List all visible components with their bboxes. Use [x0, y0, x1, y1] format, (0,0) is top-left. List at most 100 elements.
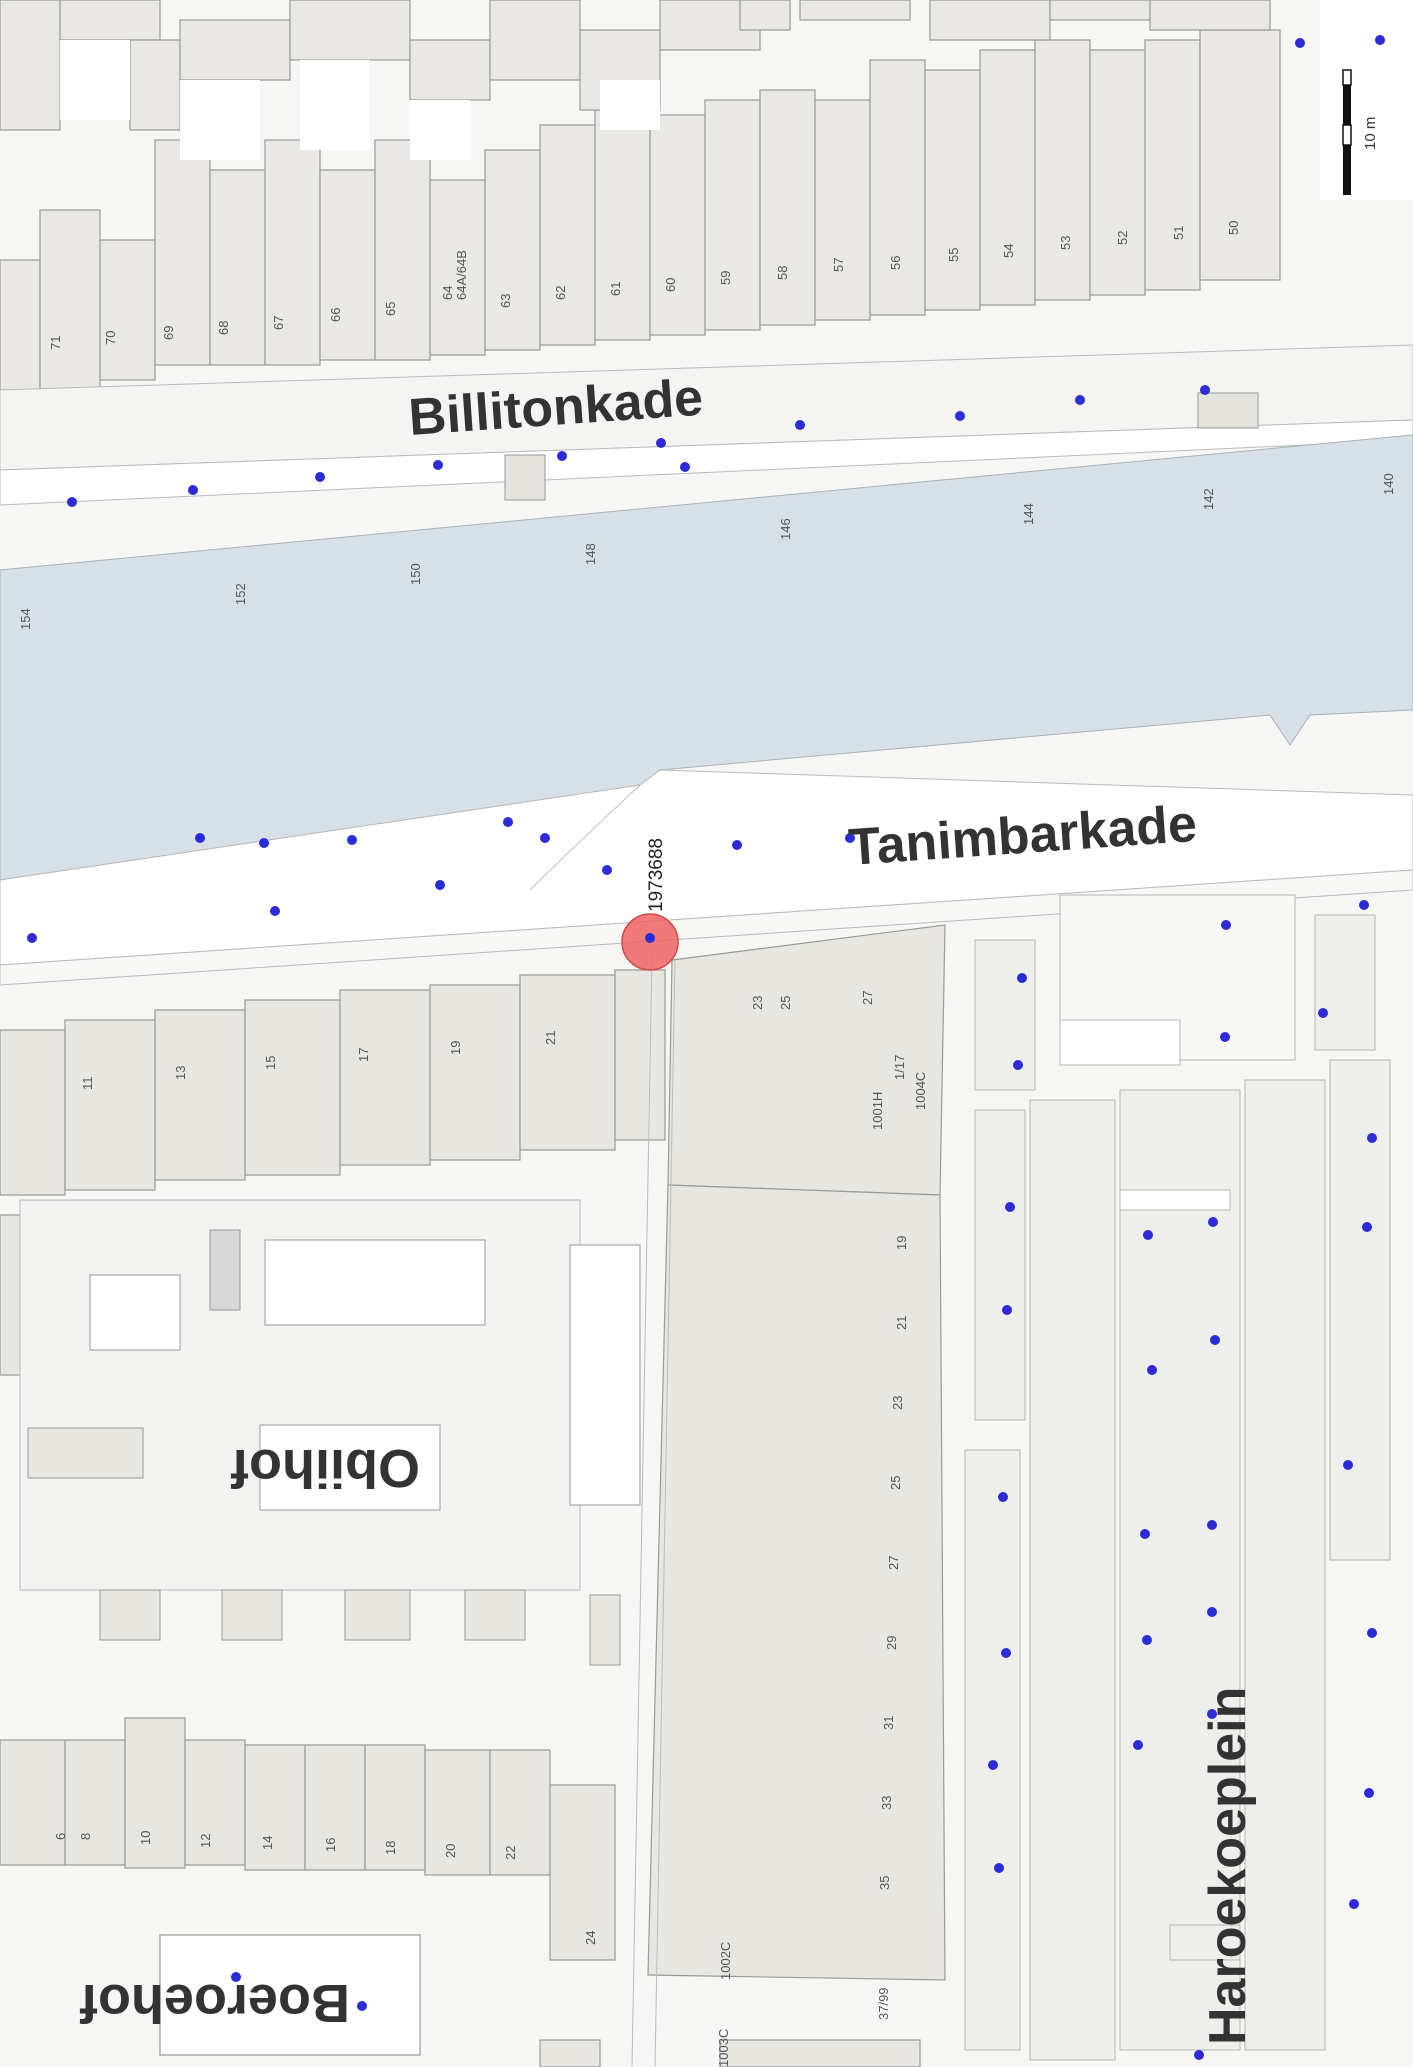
address-point[interactable] [1002, 1305, 1012, 1315]
street-label-obiihof: Obiihof [230, 1438, 420, 1498]
address-point[interactable] [988, 1760, 998, 1770]
house-number: 1003C [716, 2029, 731, 2067]
address-point[interactable] [1142, 1635, 1152, 1645]
address-point[interactable] [845, 833, 855, 843]
address-point[interactable] [1005, 1202, 1015, 1212]
address-point[interactable] [540, 833, 550, 843]
house-number: 22 [503, 1846, 518, 1860]
house-number: 27 [886, 1556, 901, 1570]
house-number: 58 [775, 266, 790, 280]
address-point[interactable] [602, 865, 612, 875]
address-point[interactable] [1375, 35, 1385, 45]
house-number: 25 [888, 1476, 903, 1490]
address-point[interactable] [1208, 1217, 1218, 1227]
address-point[interactable] [557, 451, 567, 461]
obiihof-block [19, 1199, 641, 1666]
address-point[interactable] [1143, 1230, 1153, 1240]
house-number: 6 [53, 1833, 68, 1840]
street-label-boeroehof: Boeroehof [79, 1973, 350, 2033]
address-point[interactable] [1362, 1222, 1372, 1232]
address-point[interactable] [1343, 1460, 1353, 1470]
address-point[interactable] [998, 1492, 1008, 1502]
address-point[interactable] [1147, 1365, 1157, 1375]
address-point[interactable] [1075, 395, 1085, 405]
address-point[interactable] [732, 840, 742, 850]
house-number: 23 [890, 1396, 905, 1410]
address-point[interactable] [1221, 920, 1231, 930]
address-point[interactable] [195, 833, 205, 843]
address-point[interactable] [1359, 900, 1369, 910]
address-point[interactable] [347, 835, 357, 845]
house-number: 150 [408, 563, 423, 585]
address-point[interactable] [1200, 385, 1210, 395]
scale-bar-label: 10 m [1362, 117, 1379, 150]
address-point[interactable] [994, 1863, 1004, 1873]
address-point[interactable] [1349, 1899, 1359, 1909]
house-number: 62 [553, 286, 568, 300]
house-number: 68 [216, 321, 231, 335]
house-number: 146 [778, 518, 793, 540]
address-point[interactable] [1367, 1628, 1377, 1638]
address-point[interactable] [1210, 1335, 1220, 1345]
address-point[interactable] [1013, 1060, 1023, 1070]
house-number: 71 [48, 336, 63, 350]
house-number: 27 [860, 991, 875, 1005]
house-number: 57 [831, 258, 846, 272]
address-point[interactable] [680, 462, 690, 472]
house-number: 35 [877, 1876, 892, 1890]
house-number: 60 [663, 278, 678, 292]
house-number: 10 [138, 1831, 153, 1845]
house-number: 19 [448, 1041, 463, 1055]
address-point[interactable] [795, 420, 805, 430]
address-point[interactable] [270, 906, 280, 916]
house-number: 1002C [718, 1942, 733, 1980]
address-point[interactable] [1207, 1520, 1217, 1530]
address-points [27, 35, 1385, 2060]
house-number: 25 [778, 996, 793, 1010]
address-point[interactable] [1194, 2050, 1204, 2060]
tanimbarkade-row [0, 969, 666, 1376]
address-point[interactable] [357, 2001, 367, 2011]
address-point[interactable] [955, 411, 965, 421]
house-number: 55 [946, 248, 961, 262]
house-number: 140 [1381, 473, 1396, 495]
address-point[interactable] [1133, 1740, 1143, 1750]
address-point[interactable] [259, 838, 269, 848]
address-point[interactable] [1318, 1008, 1328, 1018]
address-point[interactable] [27, 933, 37, 943]
haroekoeplein-area [964, 894, 1391, 2061]
address-point[interactable] [1001, 1648, 1011, 1658]
house-number: 51 [1171, 226, 1186, 240]
marker-id-label: 1973688 [646, 838, 667, 912]
address-point[interactable] [315, 472, 325, 482]
address-point[interactable] [67, 497, 77, 507]
address-point[interactable] [1017, 973, 1027, 983]
address-point[interactable] [1207, 1607, 1217, 1617]
address-point[interactable] [188, 485, 198, 495]
house-number: 1004C [913, 1072, 928, 1110]
house-number: 12 [198, 1834, 213, 1848]
billitonkade-buildings [0, 0, 1281, 391]
address-point[interactable] [433, 460, 443, 470]
address-point[interactable] [1367, 1133, 1377, 1143]
house-number: 21 [543, 1031, 558, 1045]
address-point[interactable] [656, 438, 666, 448]
house-number: 29 [884, 1636, 899, 1650]
central-block [647, 924, 946, 2067]
address-point[interactable] [503, 817, 513, 827]
address-point[interactable] [1140, 1529, 1150, 1539]
address-point[interactable] [1207, 1709, 1217, 1719]
house-number: 20 [443, 1844, 458, 1858]
address-point[interactable] [1295, 38, 1305, 48]
house-number: 13 [173, 1066, 188, 1080]
selected-object-marker[interactable]: 1973688 [621, 838, 679, 971]
address-point[interactable] [435, 880, 445, 890]
address-point[interactable] [231, 1972, 241, 1982]
scale-bar: 10 m [1342, 69, 1379, 195]
billitonkade-street [0, 344, 1413, 506]
house-number: 8 [78, 1833, 93, 1840]
address-point[interactable] [1364, 1788, 1374, 1798]
house-number: 148 [583, 543, 598, 565]
address-point[interactable] [1220, 1032, 1230, 1042]
